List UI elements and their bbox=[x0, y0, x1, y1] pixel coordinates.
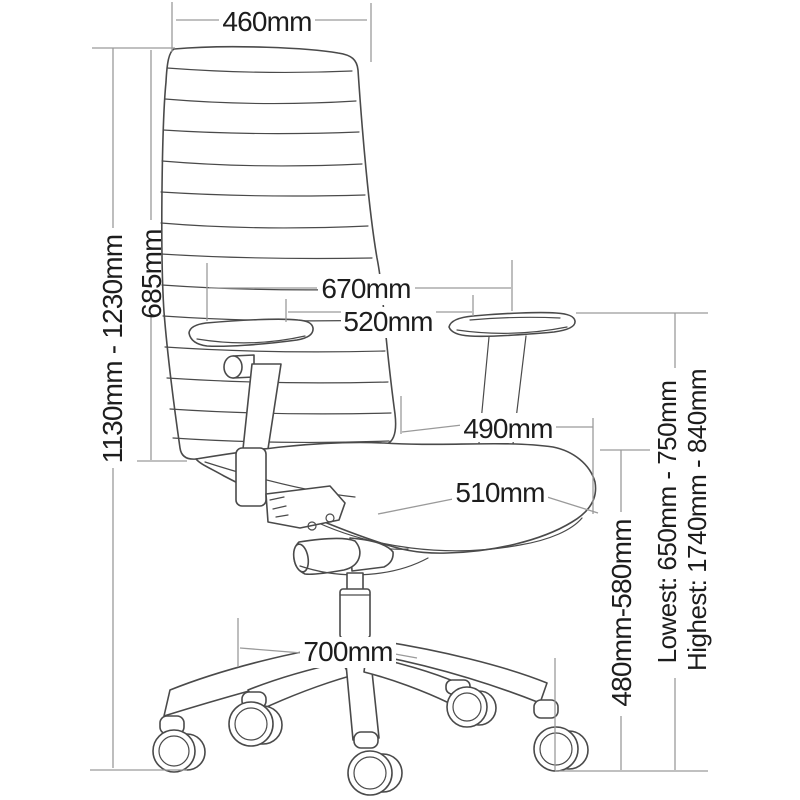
mechanism-plate-teeth bbox=[269, 496, 289, 518]
mechanism-screw bbox=[307, 521, 317, 531]
label-armrest-height-highest: Highest: 1740mm - 840mm bbox=[682, 369, 712, 671]
dim-back-width: 460mm bbox=[171, 2, 372, 62]
caster-wheel-rim bbox=[452, 692, 482, 722]
backrest-rib bbox=[160, 222, 369, 229]
backrest-rib bbox=[166, 67, 353, 74]
caster-wheel-rim bbox=[158, 735, 190, 767]
dim-seat-height: 480mm-580mm bbox=[600, 449, 650, 770]
label-base-diameter: 700mm bbox=[303, 636, 392, 667]
mechanism-screw bbox=[325, 513, 335, 523]
backrest-rib bbox=[160, 253, 373, 260]
caster-wheel-rim bbox=[539, 732, 573, 766]
backrest-rib bbox=[164, 346, 386, 353]
gas-cylinder bbox=[339, 572, 371, 639]
label-mask bbox=[300, 637, 396, 668]
label-mask bbox=[452, 478, 548, 509]
backrest-rib bbox=[160, 191, 366, 197]
caster bbox=[533, 699, 589, 772]
caster bbox=[445, 679, 497, 728]
backrest-rib bbox=[161, 160, 363, 167]
mechanism-plate bbox=[265, 485, 346, 529]
right-armrest bbox=[448, 311, 576, 445]
caster-cap bbox=[353, 731, 379, 749]
leader-line bbox=[546, 496, 599, 514]
right-armrest-pad-detail bbox=[456, 326, 568, 334]
caster bbox=[228, 691, 283, 747]
label-back-width: 460mm bbox=[222, 6, 311, 37]
label-mask bbox=[341, 307, 435, 338]
caster bbox=[152, 715, 206, 773]
left-armrest-pad-detail bbox=[196, 335, 306, 344]
base-leg-rear-right bbox=[373, 639, 548, 704]
leader-line bbox=[401, 424, 463, 433]
caster-cap bbox=[533, 699, 559, 719]
dim-armrest-outer-width: 670mm bbox=[206, 260, 513, 321]
armrest-bracket bbox=[235, 447, 267, 507]
left-armrest-pad bbox=[188, 318, 314, 348]
label-back-height: 685mm bbox=[136, 229, 167, 318]
seat-mechanism bbox=[235, 447, 429, 576]
label-seat-width: 490mm bbox=[463, 413, 552, 444]
label-armrest-outer-width: 670mm bbox=[321, 273, 410, 304]
label-seat-depth: 510mm bbox=[455, 477, 544, 508]
backrest-rib bbox=[164, 98, 357, 105]
label-overall-height: 1130mm - 1230mm bbox=[97, 235, 128, 464]
mechanism-cone bbox=[349, 537, 394, 572]
label-armrest-height-lowest: Lowest: 650mm - 750mm bbox=[652, 381, 682, 664]
leader-line bbox=[394, 653, 418, 659]
leader-line bbox=[239, 647, 303, 654]
dimension-annotations: 460mm 1130mm - 1230mm 685mm 670mm bbox=[90, 2, 712, 772]
backrest-rib bbox=[169, 408, 392, 415]
backrest-outline bbox=[161, 45, 397, 460]
dim-overall-height: 1130mm - 1230mm bbox=[92, 47, 175, 768]
dim-base-diameter: 700mm bbox=[237, 618, 556, 770]
dim-armrest-inner-width: 520mm bbox=[285, 295, 474, 338]
gas-cylinder-body bbox=[339, 588, 371, 639]
dim-back-height: 685mm bbox=[136, 50, 187, 462]
leader-line bbox=[377, 498, 454, 515]
dim-armrest-height: Lowest: 650mm - 750mm Highest: 1740mm - … bbox=[576, 312, 712, 770]
caster bbox=[347, 731, 403, 796]
seat-front-lip bbox=[307, 517, 583, 552]
chair-drawing bbox=[152, 45, 597, 796]
label-mask bbox=[318, 274, 414, 305]
backrest-rib bbox=[162, 129, 360, 135]
tilt-lever-cap bbox=[292, 543, 310, 573]
dim-seat-depth: 510mm bbox=[377, 477, 599, 515]
casters bbox=[152, 679, 589, 796]
caster-wheel-rim bbox=[353, 756, 387, 790]
left-armrest bbox=[188, 318, 314, 450]
underseat-skirt bbox=[299, 557, 429, 576]
base-legs bbox=[163, 639, 548, 741]
left-armrest-knob-cap bbox=[223, 355, 243, 379]
caster-wheel-rim bbox=[234, 707, 268, 741]
right-armrest-pad-detail bbox=[469, 316, 561, 321]
dim-seat-width: 490mm bbox=[400, 396, 594, 514]
label-mask bbox=[460, 413, 556, 442]
seat-side-contour bbox=[204, 461, 356, 498]
label-armrest-inner-width: 520mm bbox=[343, 306, 432, 337]
label-seat-height-range: 480mm-580mm bbox=[606, 519, 637, 706]
